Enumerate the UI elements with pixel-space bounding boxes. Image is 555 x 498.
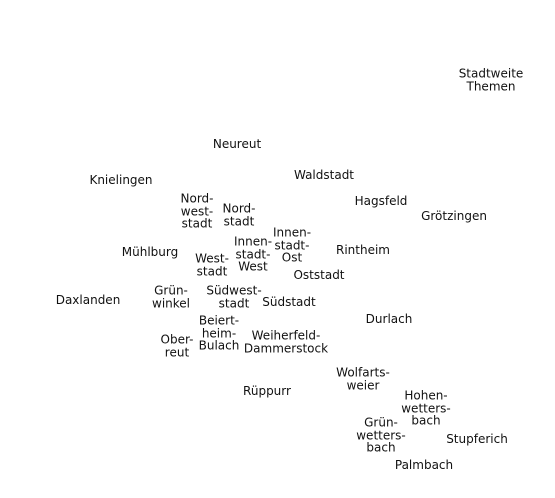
district-label-line: Grün-: [364, 415, 398, 430]
district-label-suedweststadt[interactable]: Südwest- stadt: [206, 283, 262, 310]
district-label-weiherfeld-dammerstock[interactable]: Weiherfeld- Dammerstock: [243, 328, 329, 355]
district-label-rintheim[interactable]: Rintheim: [336, 244, 390, 257]
district-label-rueppurr[interactable]: Rüppurr: [243, 385, 291, 398]
district-label-line: heim-: [201, 325, 237, 340]
district-label-line: stadt: [223, 214, 255, 228]
district-label-line: Grötzingen: [421, 208, 487, 223]
district-label-line: Rintheim: [336, 242, 390, 257]
district-label-line: Südwest-: [206, 283, 262, 298]
district-label-line: Durlach: [365, 311, 413, 326]
district-label-line: Beiert-: [198, 313, 240, 328]
district-label-weststadt[interactable]: West- stadt: [195, 251, 229, 278]
district-label-line: Rüppurr: [243, 383, 291, 398]
district-label-innenstadt-ost[interactable]: Innen- stadt- Ost: [273, 226, 311, 264]
district-label-line: Wolfarts-: [336, 365, 390, 380]
district-label-durlach[interactable]: Durlach: [366, 313, 413, 326]
district-label-line: Südstadt: [262, 294, 316, 309]
district-label-line: stadt: [196, 264, 228, 278]
district-label-line: wetters-: [356, 427, 406, 442]
district-label-line: weier: [346, 378, 380, 392]
district-label-line: West: [238, 259, 268, 274]
district-label-line: Themen: [466, 79, 516, 93]
district-label-line: bach: [366, 440, 396, 455]
district-label-oberreut[interactable]: Ober- reut: [160, 332, 194, 359]
district-label-line: stadt-: [235, 246, 271, 261]
district-label-oststadt[interactable]: Oststadt: [293, 269, 344, 282]
district-label-line: west-: [180, 203, 214, 218]
district-label-line: West-: [195, 251, 229, 266]
district-label-line: Dammerstock: [243, 341, 329, 355]
district-label-line: Stadtweite: [458, 66, 524, 81]
district-label-nordstadt[interactable]: Nord- stadt: [222, 201, 256, 228]
district-label-line: Innen-: [272, 225, 312, 240]
district-label-wolfartsweier[interactable]: Wolfarts- weier: [336, 365, 390, 392]
district-label-line: bach: [411, 413, 441, 428]
district-label-line: Ober-: [160, 332, 194, 347]
district-label-gruenwettersbach[interactable]: Grün- wetters- bach: [356, 416, 406, 454]
district-label-line: Daxlanden: [55, 292, 121, 307]
district-label-knielingen[interactable]: Knielingen: [89, 174, 152, 187]
district-label-line: stadt: [218, 296, 250, 310]
district-label-line: Stupferich: [446, 431, 508, 446]
district-label-line: Innen-: [233, 234, 273, 249]
district-label-line: Knielingen: [89, 172, 153, 187]
district-label-daxlanden[interactable]: Daxlanden: [56, 294, 121, 307]
district-label-line: Nord-: [180, 191, 214, 206]
district-label-nordweststadt[interactable]: Nord- west- stadt: [181, 192, 214, 230]
district-label-line: Palmbach: [394, 457, 454, 472]
district-label-stupferich[interactable]: Stupferich: [446, 433, 508, 446]
district-label-line: Ost: [281, 250, 303, 265]
district-label-line: winkel: [152, 296, 190, 310]
district-label-suedstadt[interactable]: Südstadt: [262, 296, 315, 309]
district-label-line: stadt-: [274, 237, 310, 252]
district-label-line: Neureut: [212, 136, 262, 151]
district-label-line: Mühlburg: [121, 244, 179, 259]
district-label-line: stadt: [181, 216, 213, 231]
district-label-line: Nord-: [222, 201, 256, 216]
district-label-line: Bulach: [198, 338, 240, 353]
district-label-gruenwinkel[interactable]: Grün- winkel: [152, 283, 190, 310]
district-label-innenstadt-west[interactable]: Innen- stadt- West: [234, 235, 272, 273]
district-label-muehlburg[interactable]: Mühlburg: [122, 246, 178, 259]
district-label-palmbach[interactable]: Palmbach: [395, 459, 453, 472]
district-label-line: Weiherfeld-: [251, 328, 321, 343]
district-label-line: Waldstadt: [293, 167, 355, 182]
district-label-line: Hohen-: [404, 388, 448, 403]
district-label-waldstadt[interactable]: Waldstadt: [294, 169, 354, 182]
district-label-groetzingen[interactable]: Grötzingen: [421, 210, 487, 223]
district-label-hohenwettersbach[interactable]: Hohen- wetters- bach: [401, 389, 451, 427]
district-label-beiertheim-bulach[interactable]: Beiert- heim- Bulach: [199, 314, 240, 352]
district-label-hagsfeld[interactable]: Hagsfeld: [355, 195, 408, 208]
district-label-line: wetters-: [401, 400, 451, 415]
district-label-line: Oststadt: [293, 267, 345, 282]
district-label-stadtweite-themen[interactable]: Stadtweite Themen: [458, 66, 524, 93]
district-label-line: Grün-: [154, 283, 188, 298]
district-label-line: Hagsfeld: [354, 193, 408, 208]
district-label-neureut[interactable]: Neureut: [213, 138, 261, 151]
district-label-line: reut: [164, 345, 190, 359]
